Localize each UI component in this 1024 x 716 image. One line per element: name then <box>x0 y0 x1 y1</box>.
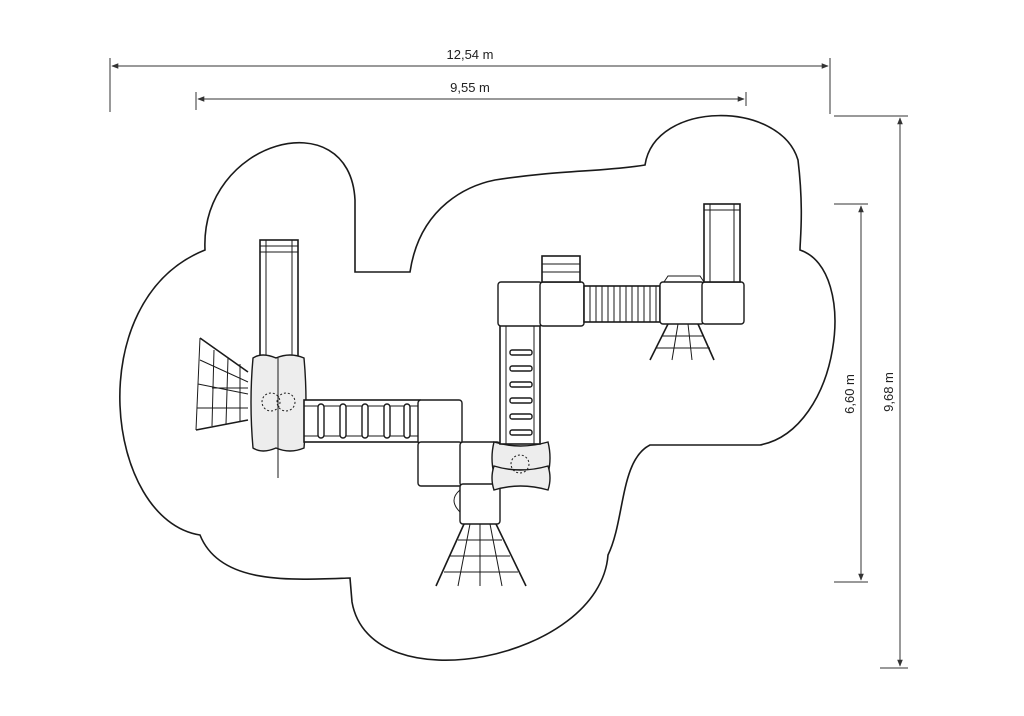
left-platform <box>250 354 307 478</box>
right-slide <box>703 203 741 283</box>
left-slide <box>259 239 299 359</box>
right-tower <box>659 275 745 325</box>
overall-depth-label: 9,68 m <box>881 372 896 412</box>
horizontal-bridge <box>303 399 421 443</box>
dimension-overall-width: 12,54 m <box>109 47 831 114</box>
vertical-ladder-bridge <box>499 323 541 445</box>
steering-wheel-icon <box>261 392 296 412</box>
upper-tower <box>497 255 585 327</box>
left-climbing-net <box>195 337 249 431</box>
dimension-inner-depth: 6,60 m <box>834 203 868 583</box>
dimension-inner-width: 9,55 m <box>195 80 747 110</box>
central-tower <box>417 399 501 525</box>
center-platform <box>491 441 551 491</box>
inner-depth-label: 6,60 m <box>842 374 857 414</box>
steering-wheel-icon <box>510 454 530 474</box>
safety-zone-outline <box>119 114 836 661</box>
dimension-overall-depth: 9,68 m <box>834 115 908 669</box>
right-climbing-net <box>649 323 715 361</box>
inner-width-label: 9,55 m <box>450 80 490 95</box>
overall-width-label: 12,54 m <box>447 47 494 62</box>
tunnel-bridge <box>583 285 661 323</box>
bottom-climbing-net <box>435 523 527 587</box>
